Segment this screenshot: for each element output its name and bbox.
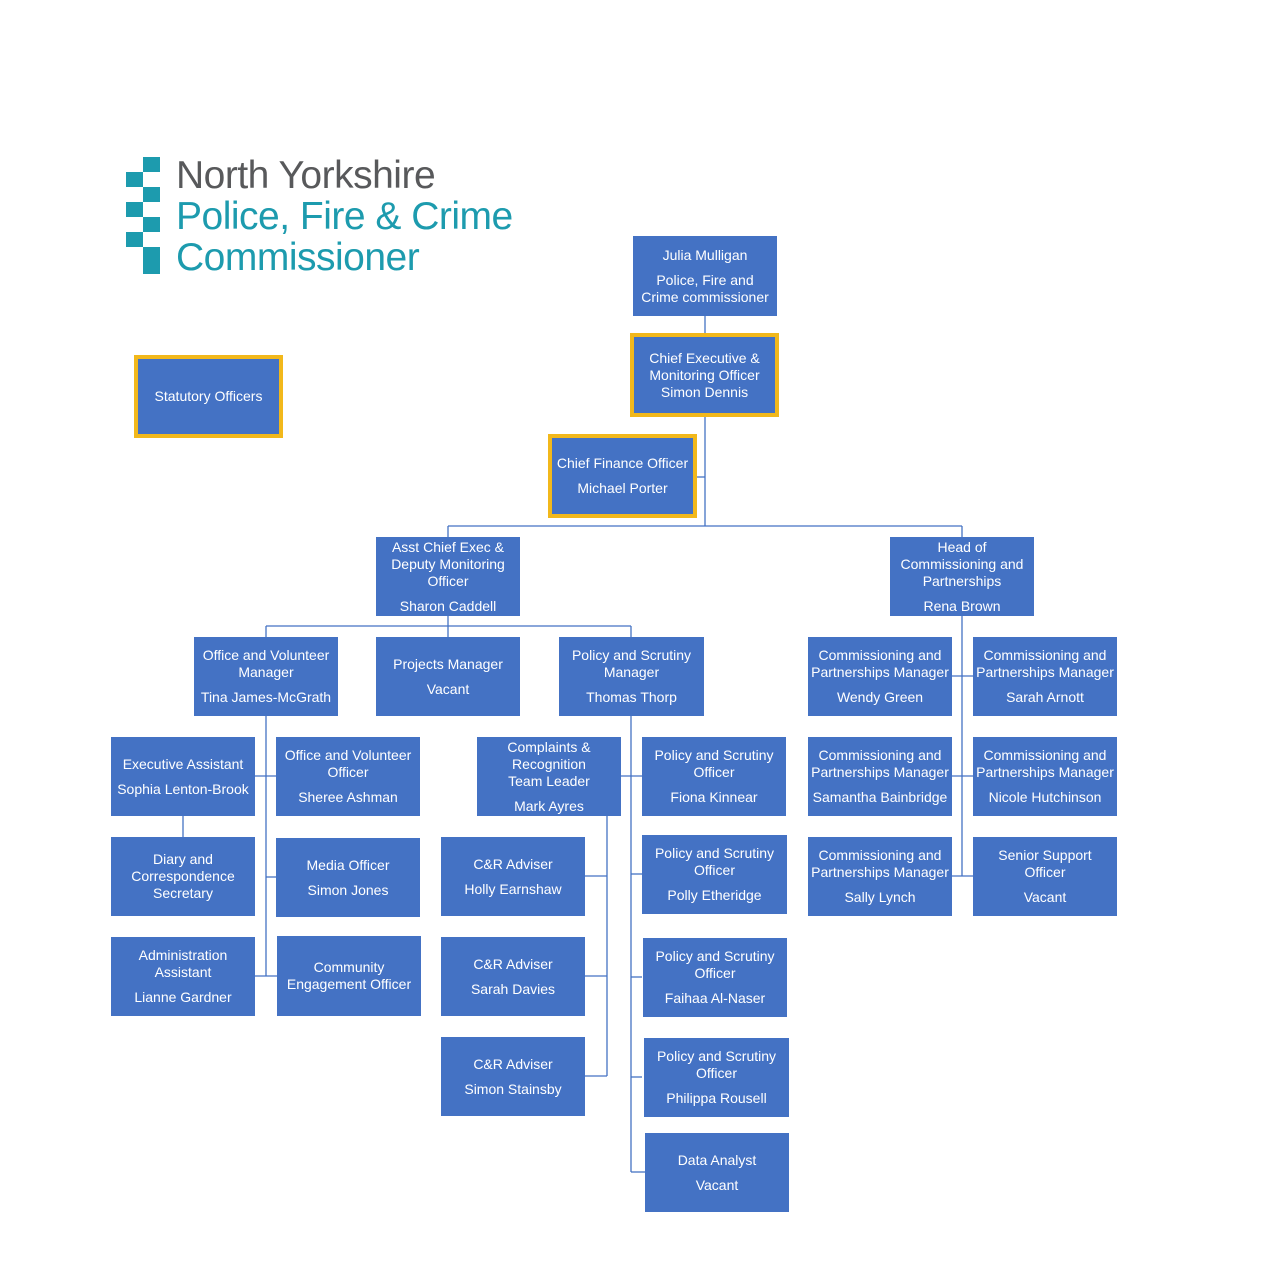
node-role: Senior Support Officer <box>998 847 1092 880</box>
node-name: Vacant <box>426 680 470 697</box>
node-role: Media Officer <box>306 856 390 873</box>
node-name: Vacant <box>1023 889 1067 905</box>
node-name: Sharon Caddell <box>399 597 497 614</box>
node-name: Polly Etheridge <box>667 887 762 903</box>
node-name: Rena Brown <box>923 597 1001 614</box>
node-role: C&R Adviser <box>473 855 553 872</box>
logo-checker-icon <box>126 157 160 274</box>
node-office-vol-manager: Office and Volunteer Manager Tina James-… <box>194 637 338 716</box>
node-name: Thomas Thorp <box>586 689 677 705</box>
node-role: Head of Commissioning and Partnerships <box>900 538 1024 589</box>
node-role: Commissioning and Partnerships Manager <box>976 647 1114 680</box>
node-ps-officer-3: Policy and Scrutiny Officer Faihaa Al-Na… <box>643 938 787 1017</box>
node-role: Office and Volunteer Officer <box>284 747 412 780</box>
node-role: Complaints & Recognition Team Leader <box>507 738 591 789</box>
logo-line-3: Commissioner <box>176 236 420 279</box>
node-role: Diary and Correspondence Secretary <box>131 851 235 901</box>
node-role: Administration Assistant <box>138 947 228 980</box>
node-name: Police, Fire and Crime commissioner <box>641 271 769 305</box>
node-name: Sophia Lenton-Brook <box>117 780 249 797</box>
logo-line-2: Police, Fire & Crime <box>176 195 513 238</box>
node-role: C&R Adviser <box>473 955 553 972</box>
node-role: Office and Volunteer Manager <box>202 647 330 680</box>
node-name: Nicole Hutchinson <box>988 789 1102 805</box>
node-name: Sally Lynch <box>844 889 916 905</box>
node-name: Philippa Rousell <box>666 1090 767 1106</box>
node-cr-adviser-2: C&R Adviser Sarah Davies <box>441 937 585 1016</box>
node-cp-manager-4: Commissioning and Partnerships Manager N… <box>973 737 1117 816</box>
node-role: Projects Manager <box>393 655 503 672</box>
node-cp-manager-2: Commissioning and Partnerships Manager S… <box>973 637 1117 716</box>
node-cr-adviser-3: C&R Adviser Simon Stainsby <box>441 1037 585 1116</box>
node-role: Julia Mulligan <box>662 246 748 263</box>
node-role: Commissioning and Partnerships Manager <box>811 647 949 680</box>
node-ps-officer-4: Policy and Scrutiny Officer Philippa Rou… <box>644 1038 789 1117</box>
node-asst-chief-exec: Asst Chief Exec & Deputy Monitoring Offi… <box>376 537 520 616</box>
node-community-officer: Community Engagement Officer <box>277 936 421 1016</box>
node-name: Michael Porter <box>577 480 668 496</box>
node-role: Chief Executive & Monitoring Officer Sim… <box>649 349 760 400</box>
node-chief-exec: Chief Executive & Monitoring Officer Sim… <box>630 333 779 417</box>
logo-line-1: North Yorkshire <box>176 154 436 197</box>
node-role: Policy and Scrutiny Officer <box>655 948 775 981</box>
node-projects-manager: Projects Manager Vacant <box>376 637 520 716</box>
node-name: Holly Earnshaw <box>464 880 562 897</box>
node-name: Lianne Gardner <box>134 989 232 1005</box>
node-name: Simon Jones <box>307 881 389 898</box>
legend-statutory-officers: Statutory Officers <box>134 355 283 438</box>
node-role: Policy and Scrutiny Officer <box>654 747 774 780</box>
node-role: Executive Assistant <box>122 755 244 772</box>
node-role: Policy and Scrutiny Officer <box>656 1048 777 1081</box>
node-role: C&R Adviser <box>473 1055 553 1072</box>
node-name: Fiona Kinnear <box>670 789 758 805</box>
node-chief-finance: Chief Finance Officer Michael Porter <box>548 434 697 518</box>
node-diary-secretary: Diary and Correspondence Secretary <box>111 837 255 916</box>
node-name: Vacant <box>695 1176 739 1193</box>
node-cp-manager-1: Commissioning and Partnerships Manager W… <box>808 637 952 716</box>
node-cp-manager-3: Commissioning and Partnerships Manager S… <box>808 737 952 816</box>
node-name: Sarah Davies <box>470 980 556 997</box>
node-media-officer: Media Officer Simon Jones <box>276 838 420 917</box>
node-exec-assistant: Executive Assistant Sophia Lenton-Brook <box>111 737 255 816</box>
node-role: Community Engagement Officer <box>286 959 412 992</box>
node-senior-support: Senior Support Officer Vacant <box>973 837 1117 916</box>
node-name: Faihaa Al-Naser <box>664 990 766 1006</box>
node-admin-assistant: Administration Assistant Lianne Gardner <box>111 937 255 1016</box>
node-name: Tina James-McGrath <box>200 689 332 705</box>
node-name: Sheree Ashman <box>298 789 398 805</box>
node-commissioner: Julia Mulligan Police, Fire and Crime co… <box>633 236 777 316</box>
node-role: Commissioning and Partnerships Manager <box>811 847 949 880</box>
node-complaints-lead: Complaints & Recognition Team Leader Mar… <box>477 737 621 816</box>
node-role: Commissioning and Partnerships Manager <box>811 747 949 780</box>
node-office-vol-officer: Office and Volunteer Officer Sheree Ashm… <box>276 737 420 816</box>
node-data-analyst: Data Analyst Vacant <box>645 1133 789 1212</box>
node-name: Samantha Bainbridge <box>812 789 948 805</box>
node-role: Chief Finance Officer <box>556 455 689 471</box>
node-role: Policy and Scrutiny Manager <box>571 647 692 680</box>
node-name: Mark Ayres <box>514 797 584 814</box>
node-ps-officer-1: Policy and Scrutiny Officer Fiona Kinnea… <box>642 737 786 816</box>
node-role: Asst Chief Exec & Deputy Monitoring Offi… <box>391 538 505 589</box>
node-cr-adviser-1: C&R Adviser Holly Earnshaw <box>441 837 585 916</box>
node-name: Wendy Green <box>836 689 924 705</box>
node-cp-manager-5: Commissioning and Partnerships Manager S… <box>808 837 952 916</box>
node-name: Sarah Arnott <box>1006 689 1084 705</box>
node-ps-officer-2: Policy and Scrutiny Officer Polly Etheri… <box>642 835 787 914</box>
node-role: Commissioning and Partnerships Manager <box>976 747 1114 780</box>
node-name: Simon Stainsby <box>464 1080 562 1097</box>
node-policy-scrutiny-manager: Policy and Scrutiny Manager Thomas Thorp <box>559 637 704 716</box>
node-role: Data Analyst <box>677 1151 757 1168</box>
node-head-commissioning: Head of Commissioning and Partnerships R… <box>890 537 1034 616</box>
node-role: Policy and Scrutiny Officer <box>654 845 775 878</box>
